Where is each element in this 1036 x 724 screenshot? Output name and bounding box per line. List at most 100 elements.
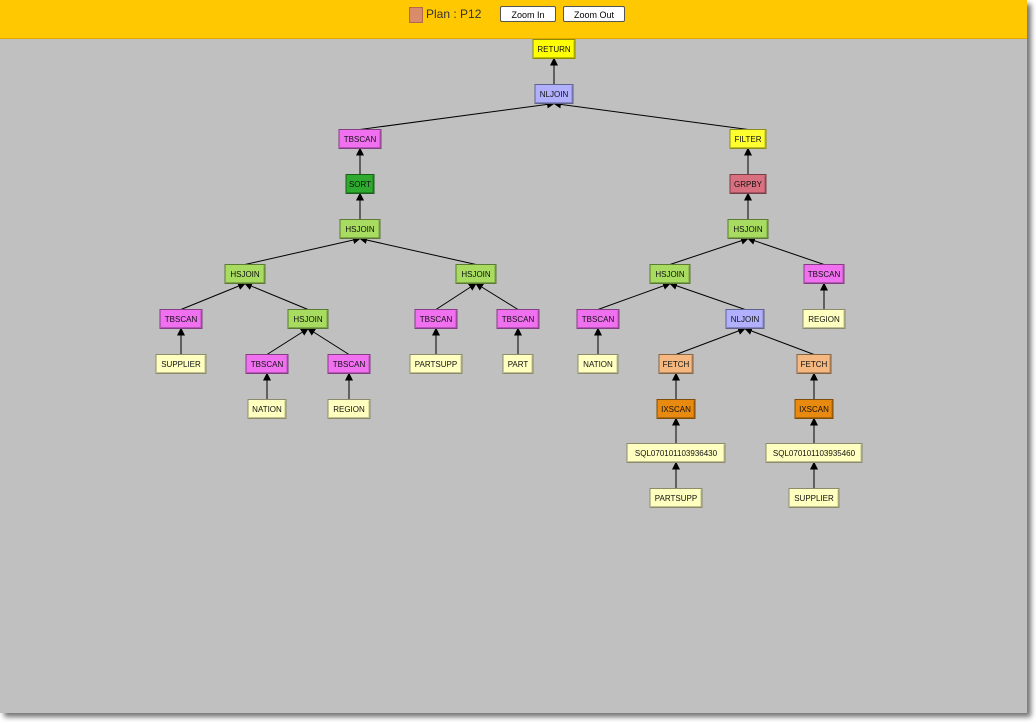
plan-edge bbox=[244, 236, 361, 265]
plan-node-box[interactable] bbox=[287, 309, 329, 329]
plan-node-bevel bbox=[457, 265, 496, 283]
zoom-out-button[interactable]: Zoom Out bbox=[563, 6, 625, 22]
plan-node-bevel bbox=[157, 355, 206, 373]
plan-node-part[interactable]: PART bbox=[502, 354, 534, 374]
plan-node-box[interactable] bbox=[455, 264, 497, 284]
plan-node-box[interactable] bbox=[794, 399, 834, 419]
node-layer: RETURN NLJOIN TBSCAN FILTER SORT GRPBY HSJOIN H… bbox=[155, 39, 863, 508]
plan-node-box[interactable] bbox=[345, 174, 375, 194]
plan-node-tbscan[interactable]: TBSCAN bbox=[159, 309, 203, 329]
plan-node-box[interactable] bbox=[224, 264, 266, 284]
plan-node-label: TBSCAN bbox=[251, 360, 284, 369]
plan-node-box[interactable] bbox=[532, 39, 576, 59]
plan-edge bbox=[669, 236, 749, 265]
plan-node-return[interactable]: RETURN bbox=[532, 39, 576, 59]
plan-node-sql070101103935460[interactable]: SQL070101103935460 bbox=[765, 443, 863, 463]
plan-node-bevel bbox=[729, 220, 768, 238]
plan-node-bevel bbox=[289, 310, 328, 328]
plan-node-box[interactable] bbox=[247, 399, 287, 419]
plan-edge bbox=[597, 282, 671, 310]
plan-node-box[interactable] bbox=[765, 443, 863, 463]
plan-node-hsjoin[interactable]: HSJOIN bbox=[455, 264, 497, 284]
plan-node-box[interactable] bbox=[496, 309, 540, 329]
plan-node-box[interactable] bbox=[502, 354, 534, 374]
plan-node-label: NLJOIN bbox=[540, 90, 569, 99]
plan-node-tbscan[interactable]: TBSCAN bbox=[338, 129, 382, 149]
plan-node-label: PART bbox=[508, 360, 529, 369]
plan-node-hsjoin[interactable]: HSJOIN bbox=[339, 219, 381, 239]
plan-node-box[interactable] bbox=[802, 309, 846, 329]
plan-node-sort[interactable]: SORT bbox=[345, 174, 375, 194]
plan-node-box[interactable] bbox=[338, 129, 382, 149]
plan-node-bevel bbox=[249, 400, 286, 418]
plan-node-nation[interactable]: NATION bbox=[577, 354, 619, 374]
plan-edge bbox=[435, 282, 477, 310]
plan-node-grpby[interactable]: GRPBY bbox=[729, 174, 767, 194]
plan-node-label: NATION bbox=[252, 405, 282, 414]
plan-node-nljoin[interactable]: NLJOIN bbox=[725, 309, 765, 329]
plan-node-box[interactable] bbox=[577, 354, 619, 374]
plan-node-nation[interactable]: NATION bbox=[247, 399, 287, 419]
plan-node-ixscan[interactable]: IXSCAN bbox=[656, 399, 696, 419]
plan-node-box[interactable] bbox=[658, 354, 694, 374]
plan-node-box[interactable] bbox=[626, 443, 726, 463]
plan-node-partsupp[interactable]: PARTSUPP bbox=[649, 488, 703, 508]
plan-node-sql070101103936430[interactable]: SQL070101103936430 bbox=[626, 443, 726, 463]
plan-node-box[interactable] bbox=[649, 488, 703, 508]
plan-node-hsjoin[interactable]: HSJOIN bbox=[224, 264, 266, 284]
plan-node-bevel bbox=[767, 444, 862, 462]
plan-node-box[interactable] bbox=[649, 264, 691, 284]
plan-node-box[interactable] bbox=[725, 309, 765, 329]
plan-node-tbscan[interactable]: TBSCAN bbox=[327, 354, 371, 374]
plan-node-box[interactable] bbox=[656, 399, 696, 419]
plan-node-box[interactable] bbox=[327, 399, 371, 419]
plan-node-tbscan[interactable]: TBSCAN bbox=[576, 309, 620, 329]
plan-node-tbscan[interactable]: TBSCAN bbox=[496, 309, 540, 329]
plan-node-fetch[interactable]: FETCH bbox=[658, 354, 694, 374]
plan-node-label: TBSCAN bbox=[420, 315, 453, 324]
toolbar: Plan : P12 Zoom In Zoom Out bbox=[0, 0, 1027, 39]
plan-node-nljoin[interactable]: NLJOIN bbox=[534, 84, 574, 104]
plan-node-box[interactable] bbox=[803, 264, 845, 284]
plan-node-label: FETCH bbox=[663, 360, 690, 369]
plan-node-hsjoin[interactable]: HSJOIN bbox=[727, 219, 769, 239]
plan-node-box[interactable] bbox=[159, 309, 203, 329]
plan-node-label: HSJOIN bbox=[230, 270, 260, 279]
plan-node-bevel bbox=[790, 489, 839, 507]
plan-node-box[interactable] bbox=[727, 219, 769, 239]
plan-node-box[interactable] bbox=[155, 354, 207, 374]
plan-node-box[interactable] bbox=[339, 219, 381, 239]
plan-node-tbscan[interactable]: TBSCAN bbox=[245, 354, 289, 374]
plan-node-hsjoin[interactable]: HSJOIN bbox=[287, 309, 329, 329]
plan-node-region[interactable]: REGION bbox=[802, 309, 846, 329]
plan-node-partsupp[interactable]: PARTSUPP bbox=[409, 354, 463, 374]
plan-edge bbox=[359, 236, 477, 265]
plan-node-label: NLJOIN bbox=[731, 315, 760, 324]
plan-node-box[interactable] bbox=[729, 129, 767, 149]
plan-node-tbscan[interactable]: TBSCAN bbox=[803, 264, 845, 284]
plan-node-box[interactable] bbox=[788, 488, 840, 508]
plan-node-box[interactable] bbox=[576, 309, 620, 329]
plan-node-filter[interactable]: FILTER bbox=[729, 129, 767, 149]
plan-node-bevel bbox=[504, 355, 533, 373]
plan-node-label: HSJOIN bbox=[655, 270, 685, 279]
plan-node-box[interactable] bbox=[729, 174, 767, 194]
plan-node-ixscan[interactable]: IXSCAN bbox=[794, 399, 834, 419]
plan-node-box[interactable] bbox=[409, 354, 463, 374]
plan-node-fetch[interactable]: FETCH bbox=[796, 354, 832, 374]
plan-node-label: TBSCAN bbox=[165, 315, 198, 324]
plan-node-box[interactable] bbox=[414, 309, 458, 329]
plan-node-region[interactable]: REGION bbox=[327, 399, 371, 419]
plan-node-bevel bbox=[658, 400, 695, 418]
plan-node-box[interactable] bbox=[327, 354, 371, 374]
plan-node-tbscan[interactable]: TBSCAN bbox=[414, 309, 458, 329]
plan-node-hsjoin[interactable]: HSJOIN bbox=[649, 264, 691, 284]
plan-node-box[interactable] bbox=[534, 84, 574, 104]
plan-node-supplier[interactable]: SUPPLIER bbox=[155, 354, 207, 374]
plan-node-supplier[interactable]: SUPPLIER bbox=[788, 488, 840, 508]
plan-node-bevel bbox=[534, 40, 575, 58]
plan-node-box[interactable] bbox=[796, 354, 832, 374]
plan-node-box[interactable] bbox=[245, 354, 289, 374]
zoom-in-button[interactable]: Zoom In bbox=[500, 6, 556, 22]
plan-edge bbox=[307, 327, 350, 355]
